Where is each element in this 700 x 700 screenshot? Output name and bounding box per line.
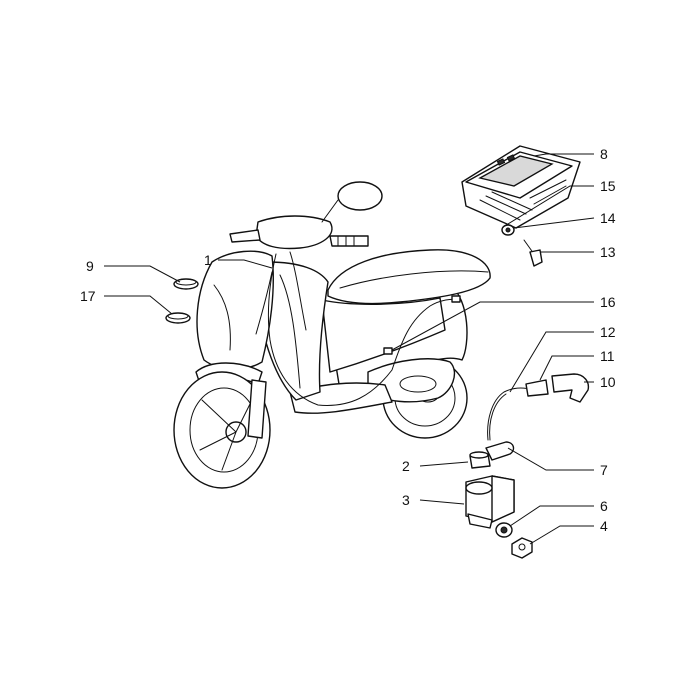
callout-11: 11 [600,348,615,364]
clip-17 [165,312,191,324]
callout-10: 10 [600,374,616,390]
front-fairing [196,250,274,370]
washer-14 [501,224,515,236]
leg-shield [257,261,329,401]
callout-15: 15 [600,178,616,194]
callout-17: 17 [80,288,96,304]
callout-16: 16 [600,294,616,310]
right-grip [329,235,369,247]
scooter-illustration [173,181,491,489]
boot-7 [485,441,515,461]
engine-block [367,358,456,403]
callout-2: 2 [402,458,410,474]
front-fork [247,379,267,439]
seat [327,249,491,305]
callout-1: 1 [204,252,212,268]
left-grip [229,229,261,243]
cap-2 [469,451,491,469]
leader-lines [104,153,595,545]
callout-3: 3 [402,492,410,508]
callout-13: 13 [600,244,616,260]
mirror [337,181,383,211]
screw-13 [523,239,543,267]
callout-14: 14 [600,210,616,226]
handlebar-cover [255,215,333,250]
wiring-harness [267,253,461,406]
callout-6: 6 [600,498,608,514]
callout-8: 8 [600,146,608,162]
callout-labels: 1 2 3 4 6 7 8 9 10 11 12 13 14 15 16 17 [80,146,616,534]
side-panel [321,297,446,373]
ignition-coil-3 [465,475,515,529]
voltage-regulator [461,145,581,229]
nut-4 [511,537,533,559]
spark-plug-cap-10 [551,373,590,403]
front-wheel [173,371,271,489]
callout-9: 9 [86,258,94,274]
bushing-6 [495,522,513,538]
callout-4: 4 [600,518,608,534]
connector-11 [525,379,549,397]
callout-12: 12 [600,324,616,340]
callout-7: 7 [600,462,608,478]
